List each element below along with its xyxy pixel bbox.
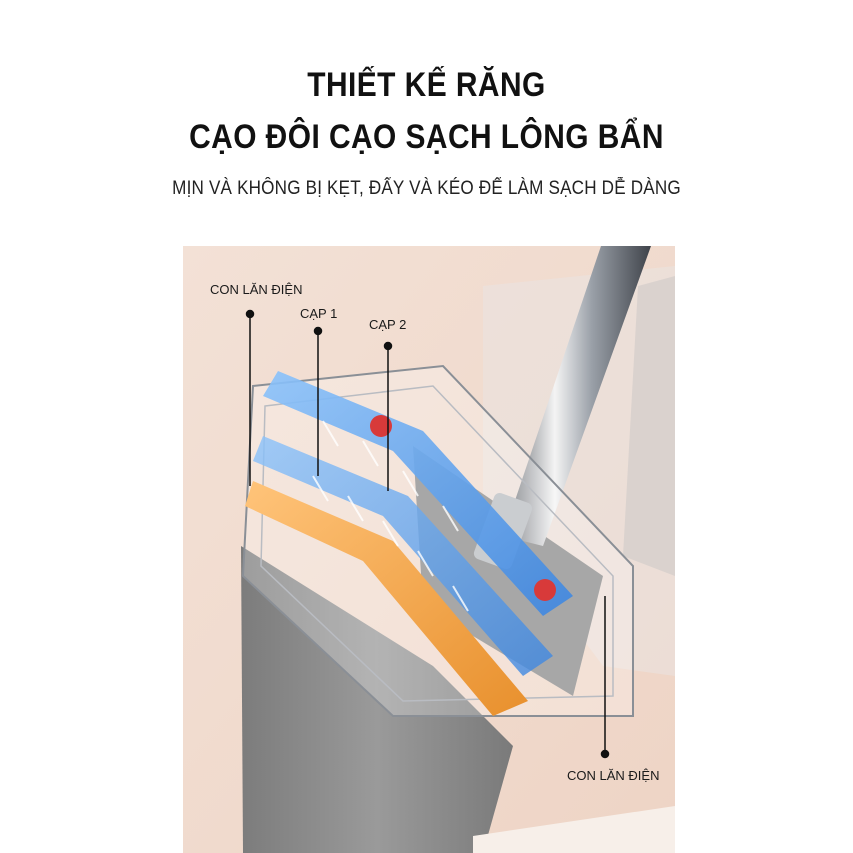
callout-cap-1: CẠP 1 [300,306,338,321]
product-photo [183,246,675,853]
title-line-1: THIẾT KẾ RĂNG [307,66,546,104]
callout-cap-2: CẠP 2 [369,317,407,332]
callout-roller-bottom: CON LĂN ĐIỆN [567,768,660,783]
mop-illustration [183,246,675,853]
subtitle: MỊN VÀ KHÔNG BỊ KẸT, ĐẨY VÀ KÉO ĐỂ LÀM S… [172,178,681,199]
callout-roller-top: CON LĂN ĐIỆN [210,282,303,297]
title-line-2: CẠO ĐÔI CẠO SẠCH LÔNG BẨN [189,118,664,156]
header: THIẾT KẾ RĂNG CẠO ĐÔI CẠO SẠCH LÔNG BẨN … [0,0,853,240]
